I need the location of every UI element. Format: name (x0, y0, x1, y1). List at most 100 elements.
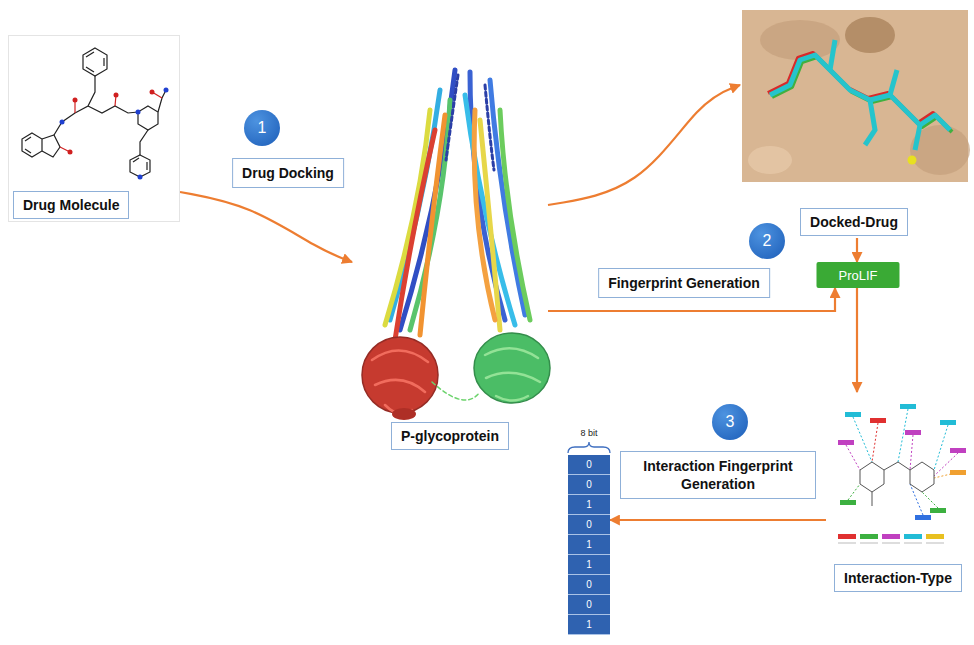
interaction-map (860, 534, 878, 539)
step-number: 3 (726, 413, 735, 431)
flow-arrow (856, 288, 858, 392)
step-box: Fingerprint Generation (598, 268, 770, 298)
protein-drawing (362, 70, 550, 420)
step-number: 1 (258, 119, 267, 137)
interaction-map (882, 543, 900, 544)
docked-drug-render (910, 125, 970, 175)
interaction-map (860, 543, 878, 544)
protein-drawing (395, 130, 435, 340)
interaction-map (882, 534, 900, 539)
molecule-drawing (158, 90, 166, 112)
connectors (180, 85, 857, 520)
bit-value: 1 (568, 555, 610, 575)
molecule-drawing (25, 137, 31, 141)
interaction-map (940, 420, 956, 425)
molecule-drawing (83, 48, 107, 76)
protein-drawing (474, 333, 550, 403)
interaction-map (898, 409, 908, 462)
interaction-map (838, 440, 854, 445)
protein-drawing (400, 70, 455, 330)
panel-label: Docked-Drug (800, 208, 908, 236)
interaction-map (838, 543, 944, 544)
interaction-map (926, 543, 944, 544)
protein-panel: P-glycoprotein (352, 62, 548, 452)
protein-drawing (500, 110, 530, 320)
interaction-map (860, 462, 884, 492)
molecule-drawing (138, 175, 143, 180)
protein-drawing (392, 408, 416, 420)
interaction-map (950, 470, 966, 475)
docked-drug-render (915, 125, 920, 150)
interaction-map (846, 445, 860, 470)
docked-panel: Docked-Drug (740, 8, 968, 238)
panel-label: Interaction-Type (834, 564, 962, 592)
molecule-drawing (22, 133, 42, 157)
interaction-map (900, 404, 916, 409)
docked-drug-render (748, 146, 792, 174)
bit-value: 0 (568, 515, 610, 535)
docked-drug-render (908, 156, 917, 165)
molecule-drawing (133, 158, 139, 162)
molecule-drawing (138, 106, 158, 130)
molecule-drawing (114, 93, 119, 98)
interaction-map (905, 430, 921, 435)
tool-box: ProLIF (816, 262, 899, 288)
molecule-drawing (86, 67, 94, 72)
interaction-map (838, 404, 966, 543)
bit-value: 0 (568, 475, 610, 495)
molecule-drawing (103, 58, 104, 66)
molecule-drawing (22, 48, 169, 180)
interaction-map (934, 425, 948, 470)
molecule-drawing (150, 90, 155, 95)
step-circle: 2 (749, 223, 785, 259)
interaction-map (910, 435, 913, 470)
molecule-drawing (25, 149, 31, 153)
step-label: Fingerprint Generation (608, 275, 760, 291)
interaction-map (840, 500, 856, 505)
molecule-drawing (140, 130, 148, 155)
bit-count: 8 bit (580, 428, 597, 439)
flow-arrow (548, 85, 740, 205)
step-label: Interaction Fingerprint Generation (643, 458, 792, 492)
interaction-map (846, 409, 958, 515)
interaction-map (845, 412, 861, 417)
step-box: Drug Docking (232, 158, 344, 188)
docked-drug-render (770, 55, 950, 130)
molecule-drawing (88, 106, 138, 113)
flow-arrow (610, 519, 826, 521)
protein-drawing (485, 348, 540, 400)
interaction-map (904, 543, 922, 544)
step-circle: 3 (712, 404, 748, 440)
interaction-map (915, 515, 931, 520)
molecule-panel: Drug Molecule (8, 35, 180, 222)
interaction-map (860, 462, 934, 506)
interaction-map (870, 418, 886, 423)
interaction-map (926, 534, 944, 539)
docked-drug-render (830, 40, 835, 70)
bit-value: 0 (568, 455, 610, 475)
interaction-map (950, 448, 966, 453)
interaction-map (838, 543, 856, 544)
interaction-map (838, 534, 856, 539)
protein-drawing (362, 337, 438, 413)
bit-value: 1 (568, 615, 610, 635)
protein-drawing (485, 85, 494, 170)
molecule-drawing (136, 110, 141, 115)
protein-drawing (372, 350, 428, 414)
molecule-drawing (146, 162, 147, 170)
molecule-drawing (164, 88, 169, 93)
interaction-map (853, 417, 872, 462)
docked-drug-render (768, 53, 948, 128)
molecule-drawing (54, 76, 95, 135)
molecule-drawing (42, 135, 60, 157)
bit-value: 1 (568, 495, 610, 515)
interaction-panel: Interaction-Type (826, 392, 970, 594)
protein-drawing (432, 382, 480, 400)
interaction-map (872, 423, 878, 462)
tool-name: ProLIF (838, 268, 877, 283)
interaction-map (848, 484, 860, 500)
